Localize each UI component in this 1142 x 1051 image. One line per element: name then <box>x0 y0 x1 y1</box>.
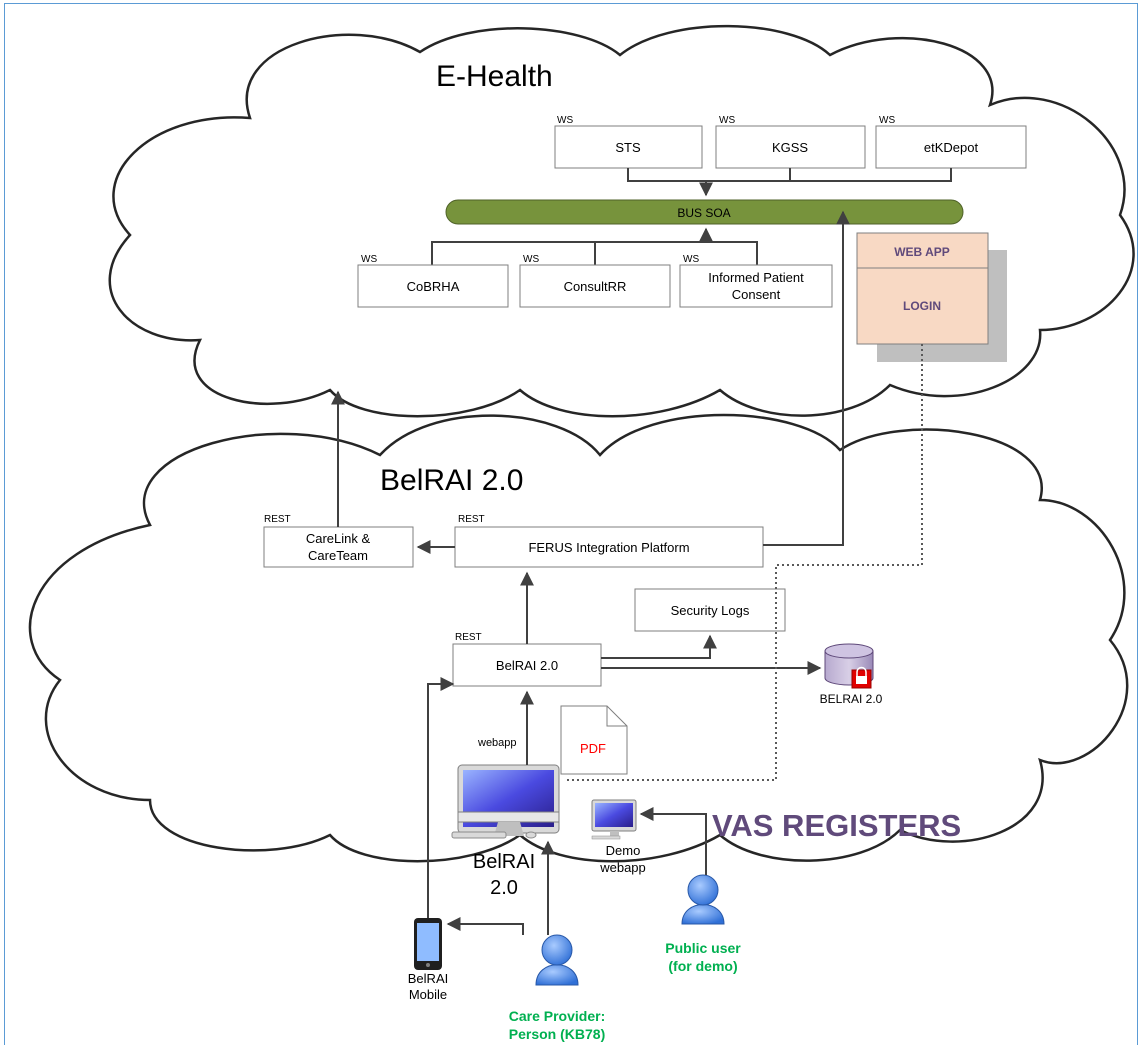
ehealth-title: E-Health <box>436 60 553 93</box>
public-user-line1: Public user <box>665 940 741 956</box>
demo-label-line1: Demo <box>606 843 641 858</box>
mouse-icon <box>525 831 537 839</box>
webapp-tag: webapp <box>477 737 517 749</box>
diagram-frame <box>4 3 1138 1045</box>
security-logs-label: Security Logs <box>671 603 750 618</box>
database-label: BELRAI 2.0 <box>820 692 883 706</box>
ws-tag: WS <box>719 115 735 126</box>
service-kgss: WS KGSS <box>715 115 866 169</box>
desktop-label-line1: BelRAI <box>473 851 535 873</box>
consultrr-label: ConsultRR <box>564 279 627 294</box>
desktop-computer-icon <box>451 764 560 839</box>
webapp-login-label: LOGIN <box>903 299 941 313</box>
consent-label-line1: Informed Patient <box>708 270 804 285</box>
mobile-phone-icon <box>414 918 442 970</box>
rest-tag: REST <box>458 514 485 525</box>
service-etkdepot: WS etKDepot <box>875 115 1027 169</box>
vas-registers-label: VAS REGISTERS <box>712 808 961 843</box>
demo-monitor-icon <box>591 799 637 840</box>
service-sts: WS STS <box>554 115 703 169</box>
ferus-label: FERUS Integration Platform <box>528 540 689 555</box>
belrai-service-label: BelRAI 2.0 <box>496 658 558 673</box>
care-provider-line1: Care Provider: <box>509 1008 605 1024</box>
arrow-mobile-to-belrai <box>427 677 455 918</box>
webapp-header: WEB APP <box>894 245 950 259</box>
mobile-label-line2: Mobile <box>409 987 447 1002</box>
ws-tag: WS <box>523 254 539 265</box>
belrai-title: BelRAI 2.0 <box>380 464 523 497</box>
webapp-login: WEB APP LOGIN <box>856 232 1007 362</box>
rest-tag: REST <box>264 514 291 525</box>
sts-label: STS <box>615 140 641 155</box>
service-cobrha: WS CoBRHA <box>357 254 509 308</box>
ferus-integration-platform: REST FERUS Integration Platform <box>454 514 764 568</box>
ws-tag: WS <box>683 254 699 265</box>
desktop-label-line2: 2.0 <box>490 877 518 899</box>
care-provider-line2: Person (KB78) <box>509 1026 605 1042</box>
arrow-belrai-to-logs <box>601 634 717 659</box>
database-icon <box>824 643 874 689</box>
public-user-line2: (for demo) <box>668 958 737 974</box>
carelink-careteam: REST CareLink & CareTeam <box>263 514 414 568</box>
ws-tag: WS <box>557 115 573 126</box>
arrow-provider-to-mobile <box>446 917 524 935</box>
service-consultrr: WS ConsultRR <box>519 254 671 308</box>
public-user-person-icon <box>681 874 725 925</box>
security-logs: Security Logs <box>634 588 786 632</box>
cobrha-label: CoBRHA <box>407 279 460 294</box>
carelink-line1: CareLink & <box>306 531 371 546</box>
kgss-label: KGSS <box>772 140 808 155</box>
consent-label-line2: Consent <box>732 287 781 302</box>
ws-tag: WS <box>361 254 377 265</box>
pdf-label: PDF <box>580 741 606 756</box>
pdf-document-icon: PDF <box>560 705 628 775</box>
keyboard-icon <box>451 831 507 839</box>
etkdepot-label: etKDepot <box>924 140 979 155</box>
rest-tag: REST <box>455 632 482 643</box>
ws-tag: WS <box>879 115 895 126</box>
bus-soa-label: BUS SOA <box>677 206 730 220</box>
arrow-public-to-demo <box>639 807 707 875</box>
dotted-login-link <box>564 458 923 781</box>
mobile-label-line1: BelRAI <box>408 971 448 986</box>
belrai-service: REST BelRAI 2.0 <box>452 632 602 687</box>
carelink-line2: CareTeam <box>308 548 368 563</box>
arrow-ferus-to-bus <box>763 210 850 546</box>
service-informed-patient-consent: WS Informed Patient Consent <box>679 254 833 308</box>
demo-label-line2: webapp <box>599 860 646 875</box>
bus-soa <box>445 199 964 225</box>
care-provider-person-icon <box>535 934 579 986</box>
